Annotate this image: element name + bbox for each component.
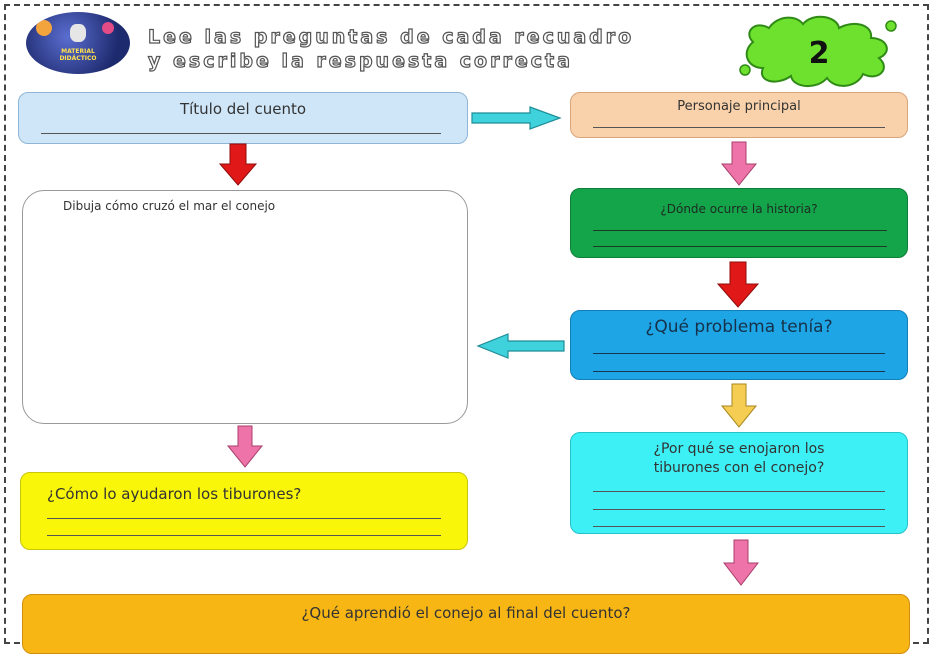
lesson-box[interactable]: ¿Qué aprendió el conejo al final del cue… xyxy=(22,594,910,654)
arrow-left xyxy=(476,333,565,359)
why-angry-label-line2: tiburones con el conejo? xyxy=(653,460,825,476)
why-angry-label: ¿Por qué se enojaron los tiburones con e… xyxy=(571,440,907,478)
logo-text-line2: DIDÁCTICO xyxy=(59,55,97,62)
setting-box[interactable]: ¿Dónde ocurre la historia? xyxy=(570,188,908,258)
arrow-down-yellow xyxy=(720,383,758,428)
answer-line[interactable] xyxy=(593,491,885,492)
main-character-label: Personaje principal xyxy=(677,99,801,114)
answer-line[interactable] xyxy=(593,230,887,231)
arrow-right xyxy=(471,106,562,130)
arrow-down-pink xyxy=(720,141,758,186)
answer-line[interactable] xyxy=(593,127,885,128)
why-angry-box[interactable]: ¿Por qué se enojaron los tiburones con e… xyxy=(570,432,908,534)
setting-label: ¿Dónde ocurre la historia? xyxy=(660,202,818,216)
answer-line[interactable] xyxy=(593,246,887,247)
logo-text-line1: MATERIAL xyxy=(61,48,95,55)
page-number: 2 xyxy=(809,36,830,71)
arrow-down-red xyxy=(218,143,258,186)
title-box[interactable]: Título del cuento xyxy=(18,92,468,144)
help-box[interactable]: ¿Cómo lo ayudaron los tiburones? xyxy=(20,472,468,550)
help-label: ¿Cómo lo ayudaron los tiburones? xyxy=(47,485,302,503)
answer-line[interactable] xyxy=(593,353,885,354)
answer-line[interactable] xyxy=(593,371,885,372)
logo: MATERIAL DIDÁCTICO xyxy=(26,12,130,74)
arrow-down-red xyxy=(716,261,760,308)
problem-label: ¿Qué problema tenía? xyxy=(645,317,833,337)
answer-line[interactable] xyxy=(47,535,441,536)
problem-box[interactable]: ¿Qué problema tenía? xyxy=(570,310,908,380)
title-label: Título del cuento xyxy=(179,100,307,118)
drawing-label: Dibuja cómo cruzó el mar el conejo xyxy=(63,199,276,213)
page-number-splat: 2 xyxy=(739,15,897,87)
why-angry-label-line1: ¿Por qué se enojaron los xyxy=(653,441,825,457)
arrow-down-pink xyxy=(722,539,760,586)
lesson-label: ¿Qué aprendió el conejo al final del cue… xyxy=(301,604,631,622)
instruction-line-1: Lee las preguntas de cada recuadro xyxy=(147,25,635,48)
answer-line[interactable] xyxy=(593,509,885,510)
instruction-line-2: y escribe la respuesta correcta xyxy=(147,49,573,72)
answer-line[interactable] xyxy=(593,526,885,527)
answer-line[interactable] xyxy=(47,518,441,519)
arrow-down-pink xyxy=(226,425,264,468)
logo-text: MATERIAL DIDÁCTICO xyxy=(26,48,130,62)
answer-line[interactable] xyxy=(41,133,441,134)
main-character-box[interactable]: Personaje principal xyxy=(570,92,908,138)
drawing-box[interactable]: Dibuja cómo cruzó el mar el conejo xyxy=(22,190,468,424)
